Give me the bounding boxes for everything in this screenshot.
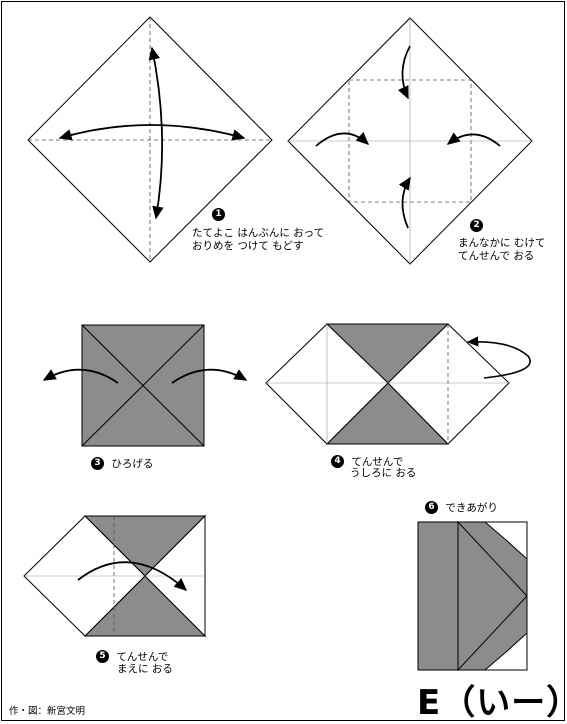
step2-arrow-right — [446, 132, 501, 147]
step4-text-line1: てんせんで — [351, 455, 404, 468]
step3-arrow-right — [171, 368, 248, 384]
step3-figure — [42, 324, 248, 447]
step2-text: まんなかに むけて てんせんで おる — [458, 237, 545, 263]
step6-text: できあがり — [445, 501, 498, 514]
step2-text-line2: てんせんで おる — [458, 250, 535, 262]
step4-number: 4 — [331, 455, 344, 468]
step5-figure — [23, 514, 207, 638]
step4-label: 4 てんせんで — [331, 455, 403, 469]
step1-number: 1 — [212, 208, 225, 221]
step6-notch-bottom — [483, 631, 528, 671]
step3-label: 3 ひろげる — [91, 457, 153, 471]
step1-text-line2: おりめを つけて もどす — [192, 240, 304, 252]
author-credit: 作・図：新宮文明 — [9, 706, 86, 717]
step3-arrow-left — [42, 368, 119, 384]
step2-arrow-bottom — [398, 176, 411, 229]
step2-text-line1: まんなかに むけて — [458, 237, 546, 249]
step1-figure — [27, 16, 273, 263]
step3-text: ひろげる — [111, 457, 154, 470]
step2-number: 2 — [470, 219, 483, 232]
step4-figure — [265, 323, 531, 445]
step2-arrow-left — [315, 131, 370, 147]
step4-back-arrow — [466, 336, 531, 379]
step5-text-line1: てんせんで — [116, 650, 169, 663]
step6-label: 6 できあがり — [425, 501, 498, 515]
step5-number: 5 — [96, 650, 109, 663]
step1-text-line1: たてよこ はんぶんに おって — [192, 227, 325, 239]
model-title: E（いー） — [417, 683, 567, 723]
step1-text: たてよこ はんぶんに おって おりめを つけて もどす — [192, 227, 324, 253]
step2-figure — [287, 17, 533, 265]
step4-text-line2: うしろに おる — [350, 467, 417, 479]
step6-figure — [417, 520, 528, 672]
step2-arrow-top — [397, 45, 411, 100]
step5-label: 5 てんせんで — [96, 650, 168, 664]
step2-label: 2 — [470, 219, 483, 233]
step6-body — [417, 521, 528, 671]
step5-text-line2: まえに おる — [117, 663, 173, 675]
step1-vertical-arrow — [148, 46, 164, 220]
step3-number: 3 — [91, 457, 104, 470]
step5-fold-arrow — [77, 561, 188, 591]
step6-number: 6 — [425, 501, 438, 514]
step1-label: 1 — [212, 208, 225, 222]
step6-notch-middle — [457, 520, 528, 672]
step6-notch-top — [483, 521, 528, 561]
